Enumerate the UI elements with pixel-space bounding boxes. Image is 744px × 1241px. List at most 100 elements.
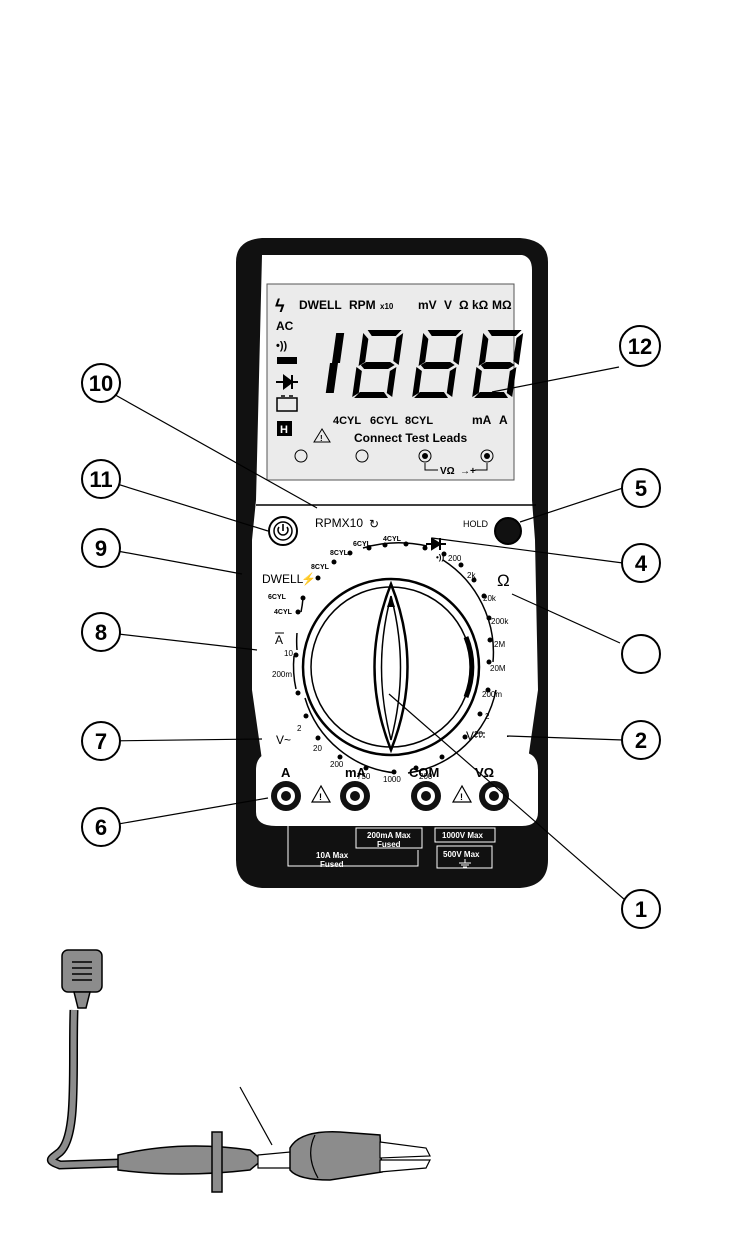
lcd-dwell: DWELL <box>299 298 342 312</box>
hold-button[interactable] <box>494 517 522 545</box>
dial-8cyl-left: 8CYL <box>311 564 330 571</box>
jack-v-ohm[interactable] <box>479 781 509 811</box>
callout-11-label: 11 <box>89 467 112 492</box>
callout-1-label: 1 <box>635 897 647 922</box>
callout-2-label: 2 <box>635 728 647 753</box>
dial-vac-20: 20 <box>313 744 322 753</box>
power-icon <box>277 524 289 536</box>
diode-continuity-icon <box>426 537 446 551</box>
lcd-connect-leads: Connect Test Leads <box>354 431 467 445</box>
jack-warning-icon-right: ! <box>451 784 473 803</box>
svg-text:!: ! <box>320 434 323 443</box>
lcd-6cyl: 6CYL <box>370 415 398 427</box>
jack-a-label: A <box>281 765 291 780</box>
lcd-rpm-sub: x10 <box>380 302 394 311</box>
dial-pointer-icon <box>387 596 395 607</box>
dial-detents <box>293 541 493 775</box>
dial-6cyl-top: 6CYL <box>353 541 372 548</box>
callout-9-label: 9 <box>95 536 107 561</box>
jack-com-label: COM <box>409 765 439 780</box>
dial-ohm-20m: 20M <box>490 664 506 673</box>
lcd-ohm: Ω <box>459 298 469 312</box>
lcd-v-ohm: VΩ <box>440 466 455 477</box>
callout-markers <box>81 325 661 929</box>
lcd-kohm: kΩ <box>472 298 489 312</box>
callout-leader-lines <box>100 366 626 1146</box>
fuse-v-max: 1000V Max <box>442 831 483 840</box>
dial-vac-750: 750 <box>357 772 371 781</box>
fuse-a-line1: 10A Max <box>316 851 349 860</box>
callout-12-label: 12 <box>628 334 652 359</box>
lcd-mohm: MΩ <box>492 298 512 312</box>
rpm-label: RPMX10 <box>315 516 363 530</box>
lcd-hold-box <box>277 421 292 436</box>
dial-scale <box>292 542 497 774</box>
callout-5-label: 5 <box>635 476 647 501</box>
dial-vdc-2: 2 <box>485 712 490 721</box>
ohm-function-label: Ω <box>497 571 510 590</box>
dial-vdc-200: 200 <box>419 772 433 781</box>
dc-symbol-icon <box>475 732 485 738</box>
svg-text:!: ! <box>319 792 322 802</box>
callout-3 <box>621 634 661 674</box>
jack-com[interactable] <box>411 781 441 811</box>
callout-4 <box>621 543 661 583</box>
lcd-jack-indicator-ma <box>355 449 369 463</box>
rpm-cycle-icon: ↻ <box>369 517 379 531</box>
callout-5 <box>621 468 661 508</box>
fuse-box-v <box>434 827 496 843</box>
dial-amp-10: 10 <box>284 649 293 658</box>
dial-6cyl-left: 6CYL <box>268 594 287 601</box>
svg-text:!: ! <box>460 792 463 802</box>
amp-function-label: A <box>275 633 283 647</box>
lcd-diode-icon <box>276 374 298 390</box>
lcd-diode-small-icon: →+ <box>460 466 476 477</box>
lcd-jack-indicator-com <box>418 449 432 463</box>
lcd-4cyl: 4CYL <box>333 415 361 427</box>
fuse-ma-line2: Fused <box>377 840 401 849</box>
dwell-label: DWELL <box>262 572 304 586</box>
jack-v-ohm-label: VΩ <box>475 765 494 780</box>
lcd-continuity-icon: •)) <box>276 340 288 352</box>
dwell-spark-icon: ⚡ <box>301 572 316 586</box>
lcd-jack-indicator-v <box>480 449 494 463</box>
callout-8 <box>81 612 121 652</box>
callout-6 <box>81 807 121 847</box>
jack-panel <box>256 752 538 826</box>
lcd-minus-sign <box>277 357 297 364</box>
ground-icon <box>459 859 471 868</box>
dial-vdc-1000: 1000 <box>383 775 401 784</box>
dial-8cyl-top: 8CYL <box>330 550 349 557</box>
thermocouple-probe <box>46 949 431 1193</box>
jack-ma-label: mA <box>345 765 367 780</box>
dial-ohm-200: 200 <box>448 554 462 563</box>
dial-4cyl-top: 4CYL <box>383 536 402 543</box>
vac-label: V~ <box>276 733 291 747</box>
lcd-8cyl: 8CYL <box>405 415 433 427</box>
callout-10-label: 10 <box>89 371 113 396</box>
lcd-lightning-icon: ϟ <box>275 296 285 316</box>
callout-4-label: 4 <box>635 551 648 576</box>
lcd-hold-indicator: H <box>280 424 288 436</box>
callout-3-label: 3 <box>635 642 647 667</box>
vdc-label: V <box>466 729 474 743</box>
dial-ohm-200k: 200k <box>491 617 509 626</box>
lcd-ac: AC <box>276 319 294 333</box>
dial-vdc-200m: 200m <box>482 690 502 699</box>
jack-ma[interactable] <box>340 781 370 811</box>
callout-10 <box>81 363 121 403</box>
lcd-a: A <box>499 413 508 427</box>
dial-4cyl-left: 4CYL <box>274 609 293 616</box>
fuse-box-ma <box>353 826 425 850</box>
jack-a[interactable] <box>271 781 301 811</box>
callout-12 <box>619 325 661 367</box>
lcd-digits <box>325 330 524 398</box>
rotary-dial[interactable] <box>301 577 481 757</box>
fuse-com-max: 500V Max <box>443 850 480 859</box>
dial-vdc-20: 20 <box>474 730 483 739</box>
dial-ohm-2m: 2M <box>494 640 505 649</box>
callout-9 <box>81 528 121 568</box>
dial-ohm-2k: 2k <box>467 571 476 580</box>
callout-7 <box>81 721 121 761</box>
dial-amp-200m: 200m <box>272 670 292 679</box>
